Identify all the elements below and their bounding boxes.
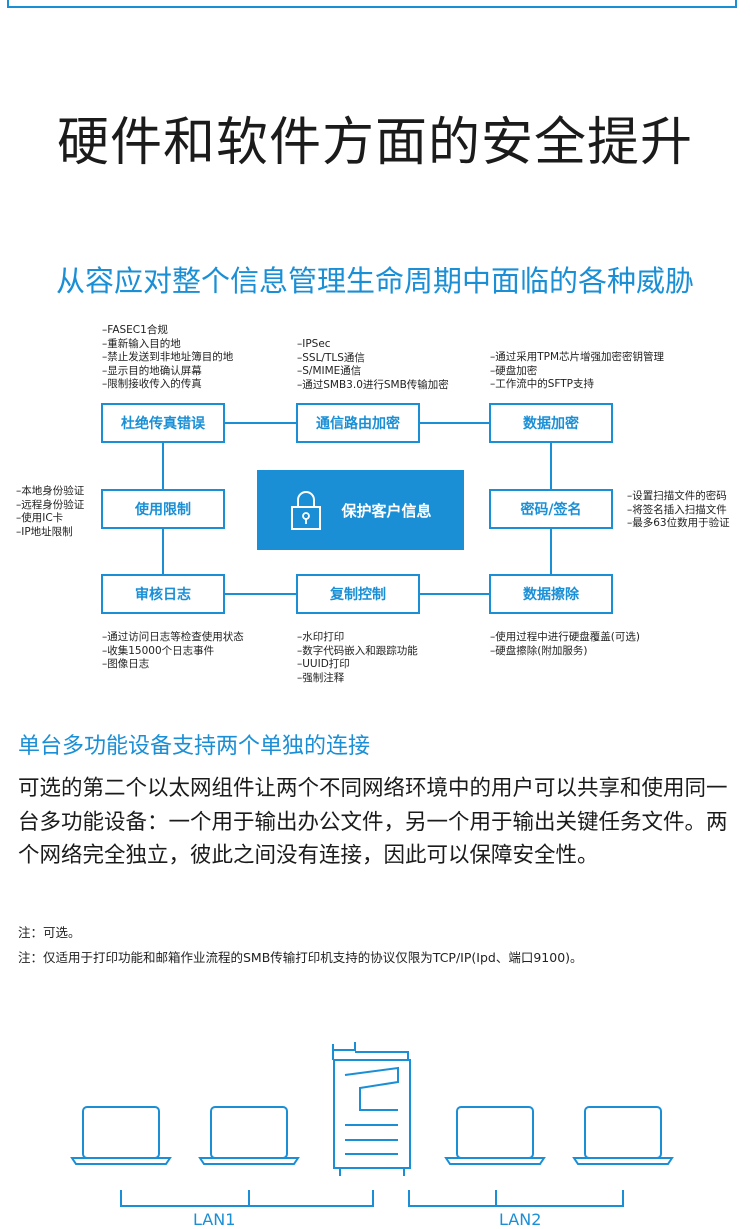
note-line: –SSL/TLS通信 bbox=[297, 351, 365, 364]
note-line: –S/MIME通信 bbox=[297, 365, 362, 377]
node-audit-log: 审核日志 bbox=[101, 574, 225, 614]
notes-audit: –通过访问日志等检查使用状态 –收集15000个日志事件 –图像日志 bbox=[102, 631, 244, 672]
note-line: –工作流中的SFTP支持 bbox=[490, 378, 595, 390]
note-line: –禁止发送到非地址簿目的地 bbox=[102, 351, 234, 363]
printer-icon bbox=[332, 1042, 411, 1176]
page-subtitle: 从容应对整个信息管理生命周期中面临的各种威胁 bbox=[55, 264, 694, 298]
node-copy-control: 复制控制 bbox=[296, 574, 420, 614]
notes-erase: –使用过程中进行硬盘覆盖(可选) –硬盘擦除(附加服务) bbox=[490, 631, 640, 658]
laptop-icon bbox=[444, 1106, 546, 1165]
network-diagram bbox=[70, 1042, 674, 1207]
node-comm-encryption: 通信路由加密 bbox=[296, 403, 420, 443]
lan1-label: LAN1 bbox=[193, 1210, 236, 1229]
notes-data-encryption: –通过采用TPM芯片增强加密密钥管理 –硬盘加密 –工作流中的SFTP支持 bbox=[490, 351, 664, 392]
note-line: –使用过程中进行硬盘覆盖(可选) bbox=[490, 631, 640, 643]
note-line: –通过访问日志等检查使用状态 bbox=[102, 631, 244, 643]
note-line: –通过SMB3.0进行SMB传输加密 bbox=[297, 378, 449, 391]
footnote-optional: 注：可选。 bbox=[18, 925, 81, 940]
note-line: –远程身份验证 bbox=[16, 498, 85, 511]
note-line: –水印打印 bbox=[297, 631, 345, 643]
laptop-icon bbox=[198, 1106, 300, 1165]
node-data-encryption: 数据加密 bbox=[489, 403, 613, 443]
note-line: –UUID打印 bbox=[297, 658, 350, 670]
center-protect-info: 保护客户信息 bbox=[257, 470, 464, 550]
note-line: –设置扫描文件的密码 bbox=[627, 490, 727, 502]
notes-usage: –本地身份验证 –远程身份验证 –使用IC卡 –IP地址限制 bbox=[16, 485, 84, 539]
node-password-signature: 密码/签名 bbox=[489, 489, 613, 529]
note-line: –IPSec bbox=[297, 338, 331, 350]
note-line: –IP地址限制 bbox=[16, 525, 73, 538]
laptop-icon bbox=[70, 1106, 172, 1165]
notes-fax: –FASEC1合规 –重新输入目的地 –禁止发送到非地址簿目的地 –显示目的地确… bbox=[102, 324, 233, 392]
laptop-icon bbox=[572, 1106, 674, 1165]
note-line: –硬盘擦除(附加服务) bbox=[490, 644, 588, 657]
note-line: –重新输入目的地 bbox=[102, 337, 181, 350]
note-line: –数字代码嵌入和跟踪功能 bbox=[297, 644, 418, 657]
section-heading: 单台多功能设备支持两个单独的连接 bbox=[18, 734, 371, 759]
center-label: 保护客户信息 bbox=[341, 501, 432, 520]
note-line: –使用IC卡 bbox=[16, 512, 64, 524]
note-line: –显示目的地确认屏幕 bbox=[102, 364, 202, 377]
lan2-label: LAN2 bbox=[499, 1210, 542, 1229]
lock-icon bbox=[291, 491, 322, 530]
node-fax-error: 杜绝传真错误 bbox=[101, 403, 225, 443]
page-title: 硬件和软件方面的安全提升 bbox=[56, 113, 693, 173]
note-line: –将签名插入扫描文件 bbox=[627, 503, 727, 516]
note-line: –限制接收传入的传真 bbox=[102, 378, 202, 390]
note-line: –最多63位数用于验证 bbox=[627, 517, 730, 529]
note-line: –本地身份验证 bbox=[16, 485, 85, 497]
top-frame bbox=[7, 0, 737, 8]
section-paragraph: 可选的第二个以太网组件让两个不同网络环境中的用户可以共享和使用同一台多功能设备：… bbox=[18, 776, 728, 868]
notes-password: –设置扫描文件的密码 –将签名插入扫描文件 –最多63位数用于验证 bbox=[627, 490, 730, 531]
footnote-protocol: 注：仅适用于打印功能和邮箱作业流程的SMB传输打印机支持的协议仅限为TCP/IP… bbox=[18, 950, 583, 965]
note-line: –FASEC1合规 bbox=[102, 324, 168, 336]
node-data-erase: 数据擦除 bbox=[489, 574, 613, 614]
note-line: –图像日志 bbox=[102, 658, 150, 670]
note-line: –收集15000个日志事件 bbox=[102, 644, 215, 657]
note-line: –硬盘加密 bbox=[490, 364, 538, 377]
notes-comm: –IPSec –SSL/TLS通信 –S/MIME通信 –通过SMB3.0进行S… bbox=[297, 338, 449, 392]
note-line: –通过采用TPM芯片增强加密密钥管理 bbox=[490, 351, 665, 363]
note-line: –强制注释 bbox=[297, 671, 345, 684]
diagram-connectors bbox=[162, 422, 552, 595]
node-usage-limit: 使用限制 bbox=[101, 489, 225, 529]
notes-copy: –水印打印 –数字代码嵌入和跟踪功能 –UUID打印 –强制注释 bbox=[297, 631, 418, 685]
